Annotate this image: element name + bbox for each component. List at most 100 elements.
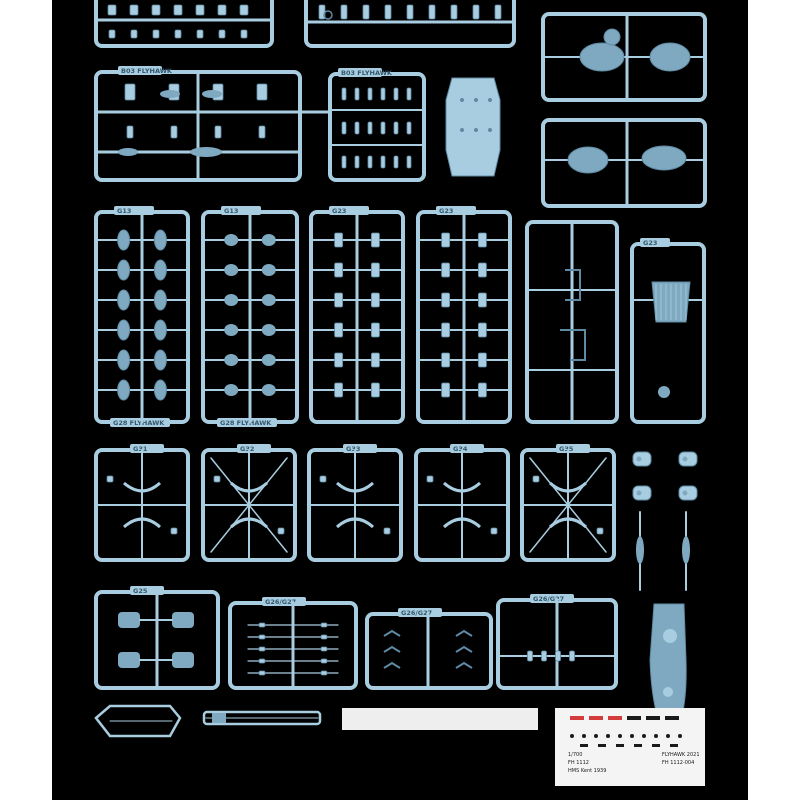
loose-part <box>678 485 698 501</box>
decal-sheet <box>555 708 705 786</box>
sprue-tag: G25 <box>130 586 164 595</box>
plastic-part <box>261 324 276 336</box>
frame-part <box>336 481 374 493</box>
plastic-part <box>224 354 239 366</box>
plastic-part <box>380 121 386 135</box>
plastic-part <box>441 232 451 248</box>
sprue-frame <box>541 118 707 208</box>
plastic-part <box>224 324 239 336</box>
plastic-part <box>174 29 182 39</box>
plastic-part <box>224 294 239 306</box>
sprue-runner <box>529 457 607 553</box>
frame-part <box>123 481 161 493</box>
plastic-part <box>124 83 136 101</box>
plastic-part <box>383 527 391 535</box>
decal-number <box>616 744 624 747</box>
plastic-part <box>477 292 487 308</box>
mast-part <box>560 329 586 361</box>
sprue-g33: G33 <box>307 444 403 562</box>
detail-dot <box>460 128 464 132</box>
plastic-part <box>118 612 140 628</box>
plastic-part <box>153 349 167 371</box>
plastic-part <box>320 658 328 664</box>
plastic-part <box>224 234 239 246</box>
decal-number <box>634 744 642 747</box>
plastic-part <box>354 121 360 135</box>
sprue-g34: G34 <box>414 444 510 562</box>
loose-part <box>636 536 644 564</box>
plastic-part <box>170 527 178 535</box>
mast-part <box>565 269 581 301</box>
frame-part <box>336 517 374 529</box>
sprue-tag-text: G13 <box>224 207 238 215</box>
detail-dot <box>474 98 478 102</box>
sprue-tag-text: G28 FLYHAWK <box>113 419 165 427</box>
decal-number <box>580 744 588 747</box>
plastic-part <box>320 670 328 676</box>
plastic-part <box>370 352 380 368</box>
sprue-tag-plate <box>329 206 369 215</box>
sprue-tag: G26/G27 <box>530 594 574 603</box>
plastic-part <box>370 382 380 398</box>
sprue-tag-plate <box>398 608 442 617</box>
decal-ship-label: HMS Kent 1939 <box>568 768 606 774</box>
plastic-part <box>320 646 328 652</box>
plastic-part <box>261 234 276 246</box>
plastic-part <box>320 634 328 640</box>
sprue-tag-plate <box>118 66 162 75</box>
plastic-part <box>258 634 266 640</box>
sprue-tag-plate <box>343 444 377 453</box>
decal-dot <box>570 734 574 738</box>
sprue-right-b <box>541 118 707 208</box>
sprue-tag: G23 <box>436 206 476 215</box>
decal-number <box>670 744 678 747</box>
detail-dot <box>682 456 688 462</box>
plastic-part <box>277 527 285 535</box>
sprue-top-left <box>94 0 274 48</box>
sprue-tag: G28 FLYHAWK <box>217 418 277 427</box>
decal-flag <box>646 716 660 720</box>
plastic-part <box>406 121 412 135</box>
sprue-tag: G28 FLYHAWK <box>110 418 170 427</box>
plastic-part <box>367 87 373 101</box>
plastic-part <box>319 475 327 483</box>
plastic-part <box>426 475 434 483</box>
decal-number-label: FH 1112-004 <box>662 760 694 766</box>
plastic-part <box>370 262 380 278</box>
sprue-tag-text: B03 FLYHAWK <box>341 69 393 77</box>
sprue-tag-plate <box>130 444 164 453</box>
detail-dot <box>682 490 688 496</box>
sprue-tag: G26/G27 <box>262 597 306 606</box>
sprue-tag-text: G34 <box>453 445 468 453</box>
plastic-part <box>334 292 344 308</box>
plastic-part <box>334 232 344 248</box>
plastic-part <box>151 4 161 16</box>
decal-dot <box>630 734 634 738</box>
sprue-tag-text: G35 <box>559 445 574 453</box>
loose-part <box>632 485 652 501</box>
detail-dot <box>636 456 642 462</box>
sprue-tag: G13 <box>221 206 261 215</box>
gun-barrel-part <box>202 710 322 726</box>
plastic-part <box>383 661 401 669</box>
plastic-part <box>441 322 451 338</box>
plastic-part <box>261 294 276 306</box>
plastic-part <box>117 379 131 401</box>
plastic-part <box>370 322 380 338</box>
plastic-part <box>477 322 487 338</box>
plastic-part <box>455 629 473 637</box>
sprue-tag-text: G28 FLYHAWK <box>220 419 272 427</box>
plastic-part <box>532 475 540 483</box>
plastic-part <box>160 90 180 98</box>
plastic-part <box>153 259 167 281</box>
sprue-tag-text: B03 FLYHAWK <box>121 67 173 75</box>
plastic-part <box>441 352 451 368</box>
decal-flag <box>665 716 679 720</box>
loose-part <box>678 451 698 467</box>
sprue-tag-text: G23 <box>643 239 657 247</box>
plastic-part <box>334 322 344 338</box>
